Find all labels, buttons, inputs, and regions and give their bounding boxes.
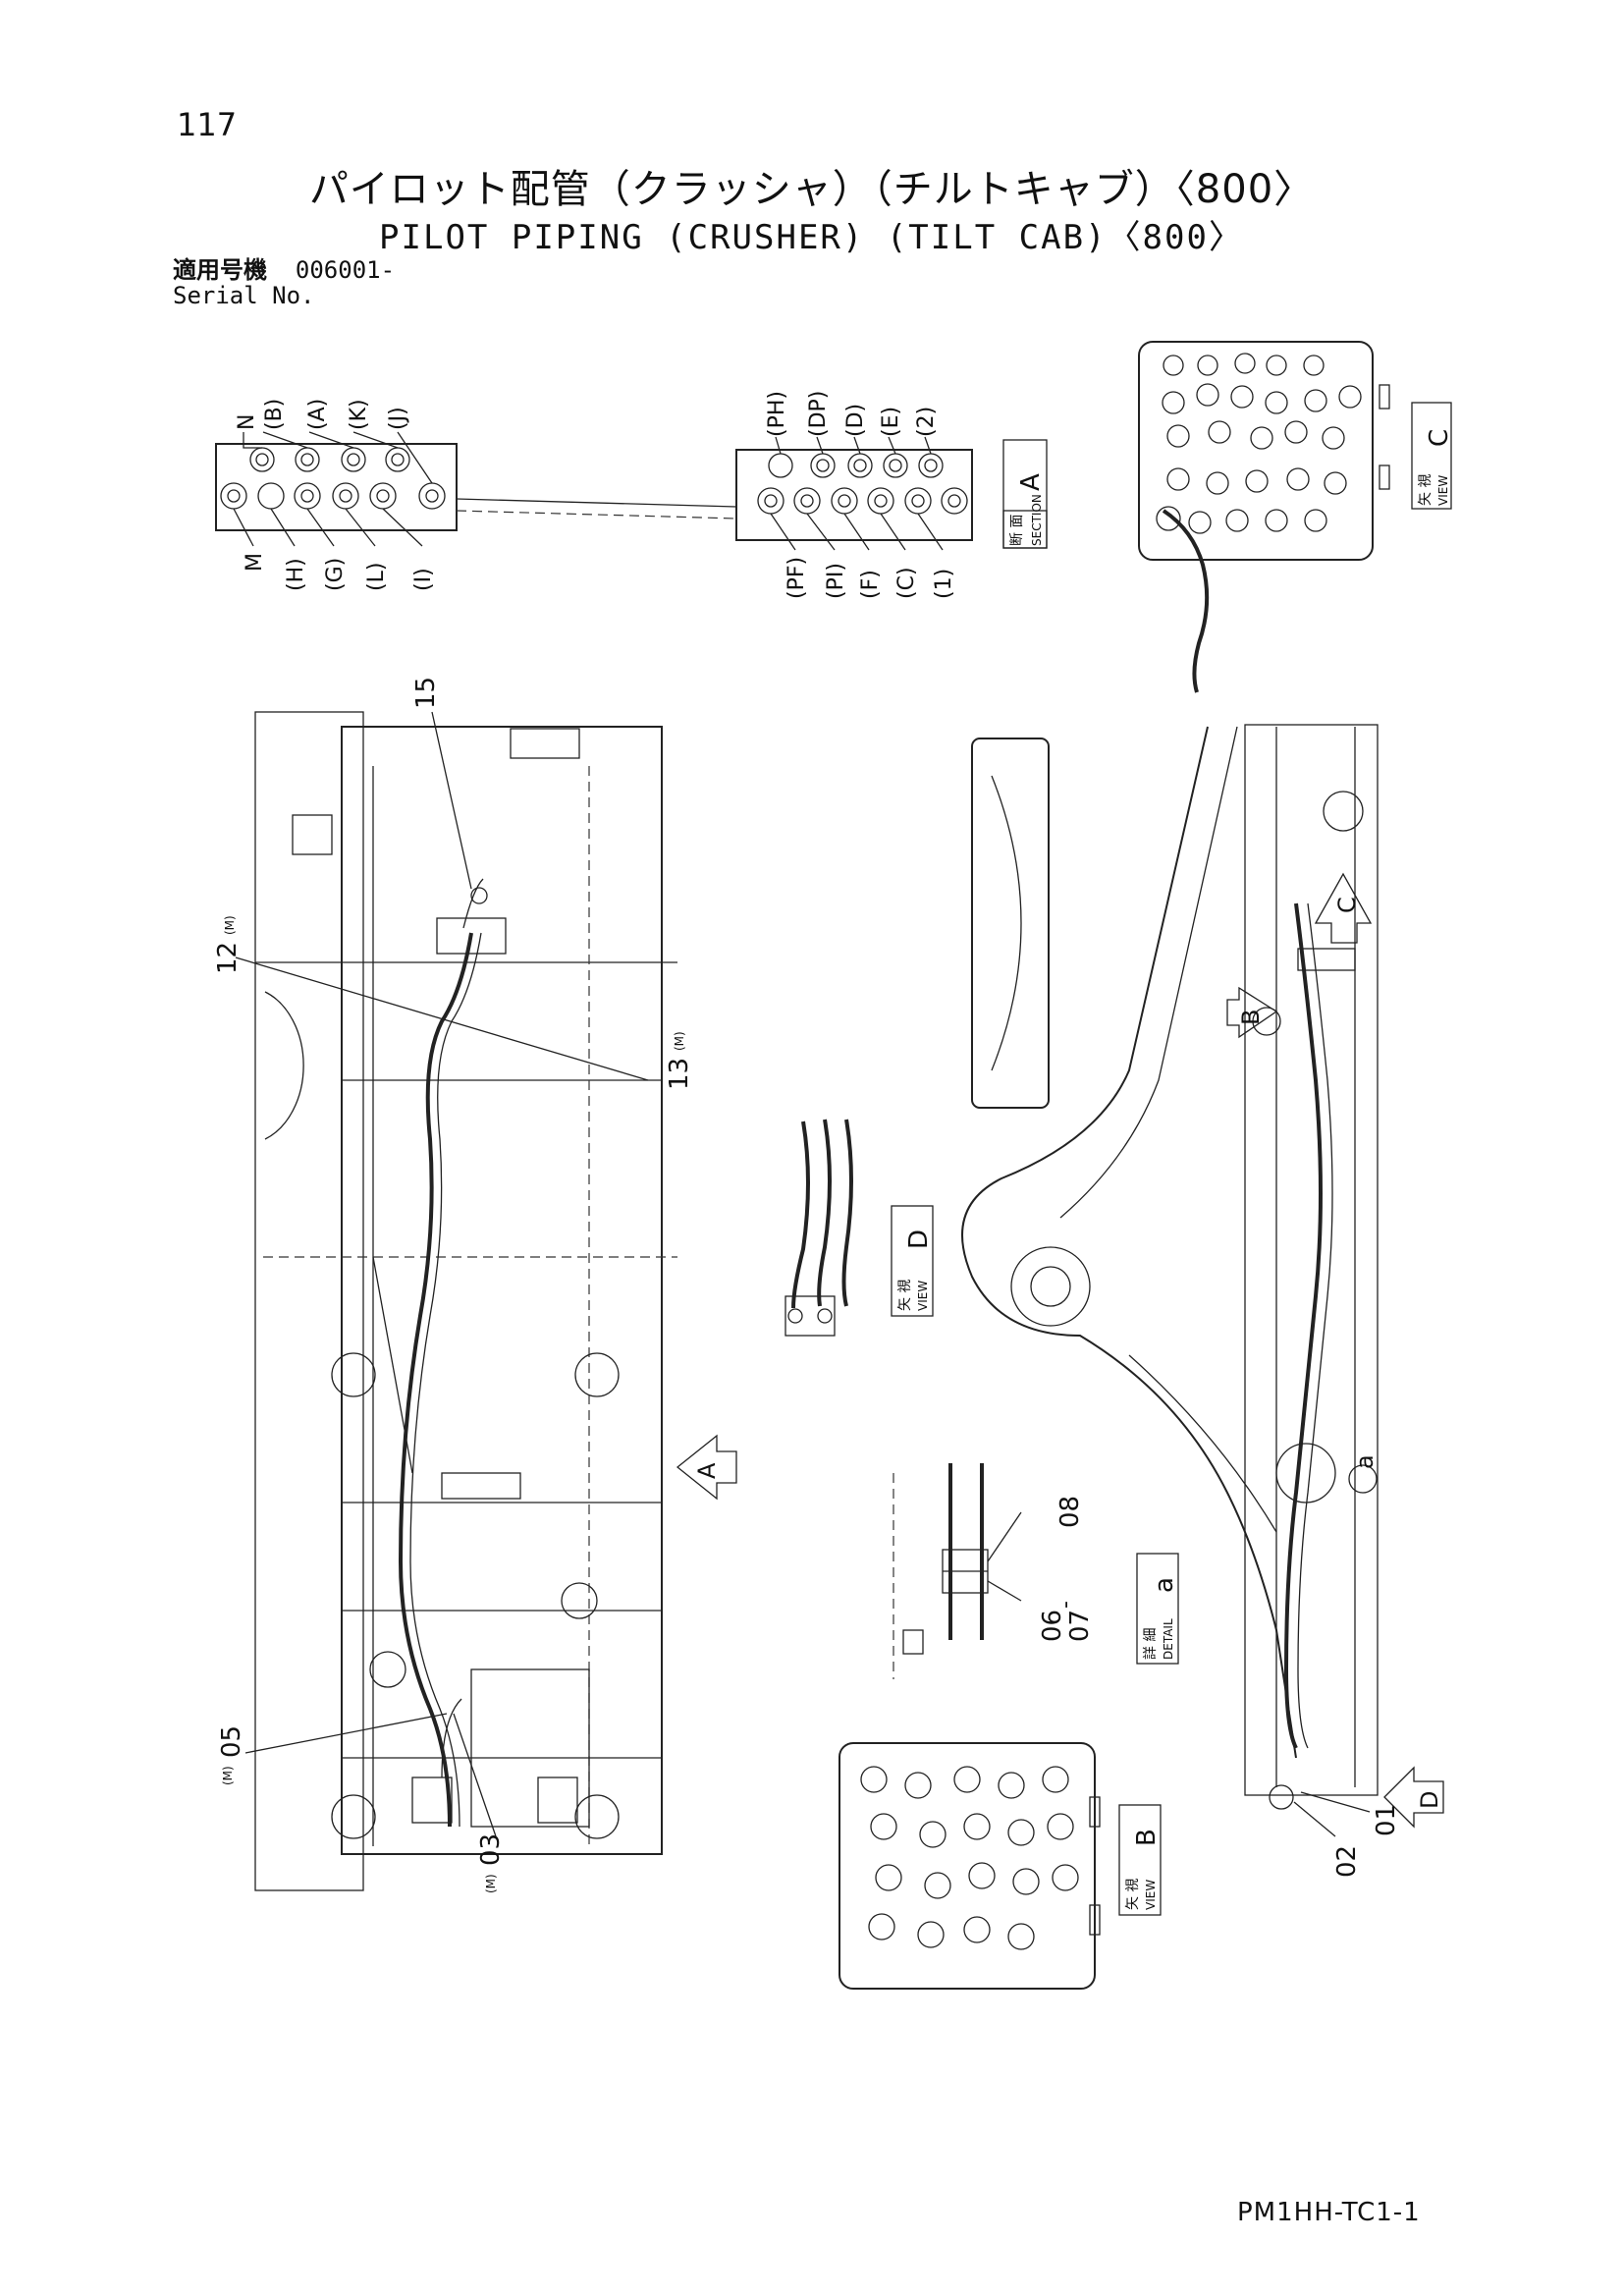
callout-13: 13 [665, 1058, 694, 1090]
frame-plan-view: A [235, 711, 737, 1891]
view-b-label: 矢 視 VIEW B [1118, 1804, 1162, 1916]
callout-06-sep: - [1054, 1601, 1078, 1609]
callout-12-mark: (M) [223, 915, 237, 935]
port-label-L: (L) [364, 563, 389, 591]
section-a-block: N (B) (A) (K) (J) M (H) (G) (L) (I) (PH)… [215, 391, 1048, 599]
svg-text:B: B [1237, 1010, 1265, 1025]
port-label-B: (B) [262, 399, 287, 430]
port-label-M: M [243, 553, 267, 572]
view-c-label: 矢 視 VIEW C [1411, 402, 1454, 510]
svg-text:矢 視: 矢 視 [897, 1280, 913, 1311]
serial-label-jp: 適用号機 [173, 256, 267, 284]
port-label-1: (1) [932, 569, 956, 599]
view-d-detail: 矢 視 VIEW D [784, 1119, 934, 1337]
svg-text:矢 視: 矢 視 [1125, 1879, 1141, 1910]
serial-block: 適用号機 006001- Serial No. [173, 257, 395, 308]
port-label-N: N [235, 414, 259, 430]
svg-text:SECTION: SECTION [1030, 494, 1044, 546]
port-label-F: (F) [858, 570, 883, 599]
port-label-D: (D) [843, 404, 868, 437]
svg-text:VIEW: VIEW [1144, 1880, 1158, 1910]
arrow-d-marker: D [1383, 1766, 1444, 1829]
title-japanese: パイロット配管（クラッシャ）（チルトキャブ）〈800〉 [308, 167, 1315, 212]
circle-a-label: a [1351, 1454, 1379, 1469]
port-label-PH: (PH) [765, 391, 789, 437]
svg-text:VIEW: VIEW [1436, 475, 1450, 506]
arrow-b-marker: B [1226, 986, 1278, 1039]
callout-03-mark: (M) [484, 1874, 498, 1893]
port-label-G: (G) [323, 558, 348, 591]
port-label-PF: (PF) [784, 557, 809, 599]
port-label-H: (H) [284, 558, 308, 591]
port-label-2: (2) [914, 407, 939, 437]
port-label-I: (I) [411, 568, 436, 591]
callout-06: 06 [1038, 1610, 1067, 1642]
section-a-label: 断 面 SECTION A [1002, 439, 1048, 549]
svg-text:C: C [1333, 897, 1361, 913]
detail-a-label: 詳 細 DETAIL a [1136, 1553, 1179, 1665]
svg-text:B: B [1132, 1829, 1162, 1846]
callout-12: 12 [213, 942, 243, 974]
svg-text:A: A [693, 1462, 721, 1479]
callout-01: 01 [1372, 1804, 1401, 1836]
page-number: 117 [177, 106, 238, 143]
svg-text:詳 細: 詳 細 [1143, 1628, 1159, 1660]
callout-08: 08 [1055, 1496, 1085, 1528]
port-label-PI: (PI) [824, 563, 848, 599]
title-english: PILOT PIPING (CRUSHER) (TILT CAB)〈800〉 [379, 218, 1244, 257]
view-b-block: 矢 視 VIEW B [839, 1742, 1162, 1990]
callout-07: 07 [1065, 1610, 1095, 1642]
detail-a: 詳 細 DETAIL a [893, 1463, 1179, 1679]
serial-value: 006001- [295, 256, 396, 284]
view-c-block: 矢 視 VIEW C [1138, 341, 1454, 693]
arrow-a-marker: A [676, 1434, 737, 1501]
svg-text:DETAIL: DETAIL [1162, 1618, 1175, 1660]
port-label-J: (J) [386, 407, 410, 430]
svg-text:a: a [1150, 1577, 1179, 1593]
svg-text:A: A [1016, 473, 1046, 491]
port-label-K: (K) [347, 399, 371, 430]
port-label-A: (A) [305, 399, 330, 430]
callout-05: 05 [217, 1725, 246, 1758]
svg-text:矢 視: 矢 視 [1418, 474, 1434, 506]
callout-15: 15 [411, 677, 441, 709]
callout-03: 03 [476, 1833, 506, 1866]
drawing-code: PM1HH-TC1-1 [1237, 2198, 1421, 2227]
svg-text:断 面: 断 面 [1009, 515, 1025, 546]
svg-text:VIEW: VIEW [916, 1281, 930, 1311]
callout-02: 02 [1332, 1845, 1362, 1878]
port-label-DP: (DP) [806, 391, 831, 437]
side-view: a C B D [961, 724, 1444, 1837]
view-d-label: 矢 視 VIEW D [891, 1205, 934, 1317]
port-label-E: (E) [879, 407, 903, 437]
svg-text:C: C [1425, 429, 1454, 447]
arrow-c-marker: C [1314, 872, 1373, 944]
svg-text:D: D [904, 1230, 934, 1249]
callout-05-mark: (M) [221, 1766, 235, 1785]
callout-13-mark: (M) [673, 1031, 686, 1051]
serial-label-en: Serial No. [173, 282, 315, 309]
svg-text:D: D [1416, 1791, 1443, 1809]
port-label-C: (C) [894, 567, 919, 599]
